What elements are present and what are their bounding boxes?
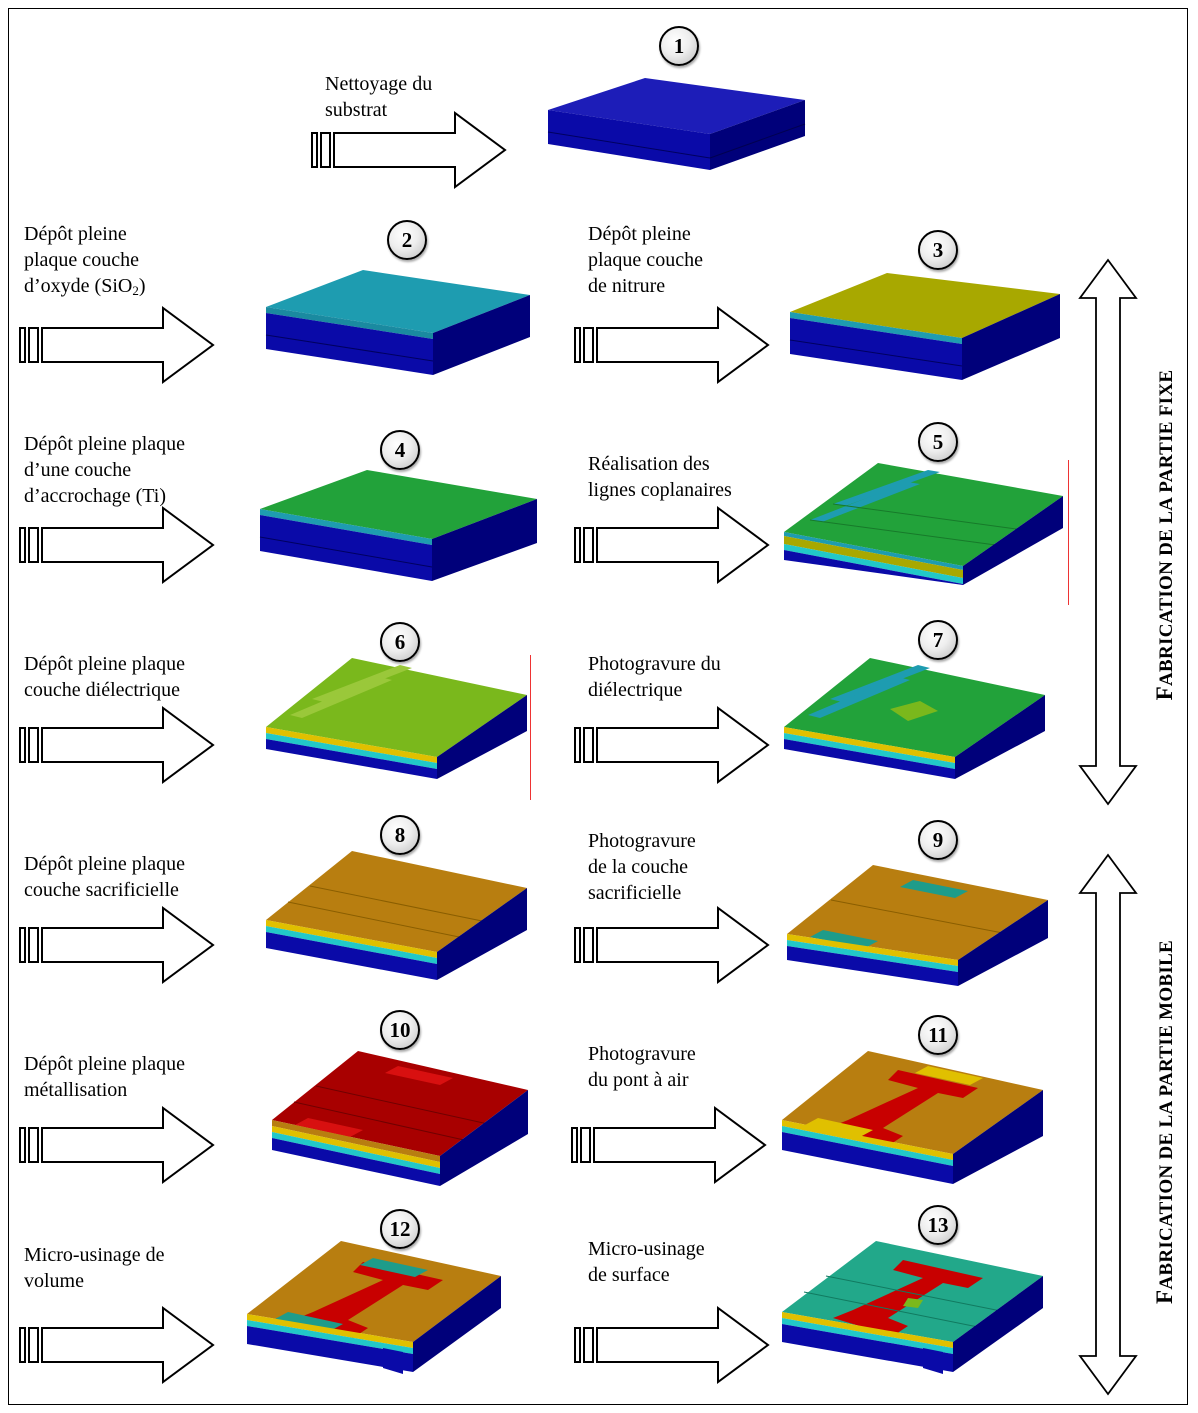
- step-1-wafer-icon: [547, 78, 806, 170]
- fixed-part-title: FABRICATION DE LA PARTIE FIXE: [1152, 370, 1178, 701]
- step-3-wafer-icon: [789, 273, 1060, 380]
- step-13-arrow-icon: [574, 1306, 770, 1384]
- mobile-part-title: FABRICATION DE LA PARTIE MOBILE: [1152, 940, 1178, 1304]
- step-2-badge: 2: [387, 220, 427, 260]
- step-12-label: Micro-usinage de volume: [24, 1244, 165, 1292]
- step-1-label: Nettoyage du substrat: [325, 73, 433, 121]
- step-2-label-sub: 2: [132, 283, 139, 298]
- step-3-badge: 3: [918, 230, 958, 270]
- step-11-label: Photogravure du pont à air: [588, 1043, 696, 1091]
- step-13-badge: 13: [918, 1205, 958, 1245]
- step-10-arrow-icon: [19, 1106, 215, 1184]
- step-8-wafer-icon: [266, 851, 527, 980]
- step-4-badge: 4: [380, 430, 420, 470]
- step-7-arrow-icon: [574, 706, 770, 784]
- step-8-arrow-icon: [19, 906, 215, 984]
- step-2-label: Dépôt pleine plaque couche d’oxyde (SiO2…: [24, 221, 146, 304]
- step-6-arrow-icon: [19, 706, 215, 784]
- step-7-label: Photogravure du diélectrique: [588, 653, 721, 701]
- step-2-label-after: ): [138, 275, 146, 297]
- step-5-label: Réalisation des lignes coplanaires: [588, 453, 732, 501]
- step-12-wafer-icon: [247, 1241, 501, 1374]
- step-8-label: Dépôt pleine plaque couche sacrificielle: [24, 853, 186, 901]
- step-7-badge: 7: [918, 620, 958, 660]
- step-13-label: Micro-usinage de surface: [588, 1238, 705, 1286]
- step-10-label: Dépôt pleine plaque métallisation: [24, 1053, 186, 1101]
- step-13-wafer-icon: [782, 1241, 1043, 1374]
- step-8-badge: 8: [380, 815, 420, 855]
- step-6-badge: 6: [380, 622, 420, 662]
- mobile-part-title-cap: F: [1152, 1289, 1177, 1305]
- step-4-arrow-icon: [19, 506, 215, 584]
- step-4-wafer-icon: [259, 470, 537, 581]
- step-10-wafer-icon: [272, 1051, 528, 1186]
- step-3-arrow-icon: [574, 306, 770, 384]
- step-11-arrow-icon: [571, 1106, 767, 1184]
- diagram-frame: [8, 8, 1188, 1405]
- step-9-wafer-icon: [787, 865, 1048, 986]
- step-11-wafer-icon: [782, 1051, 1043, 1184]
- step-5-wafer-icon: [784, 463, 1063, 585]
- step-2-arrow-icon: [19, 306, 215, 384]
- step-7-wafer-icon: [784, 658, 1045, 779]
- step-11-badge: 11: [918, 1015, 958, 1055]
- mobile-part-double-arrow-icon: [1078, 853, 1138, 1396]
- step-1-badge: 1: [659, 26, 699, 66]
- step-2-wafer-icon: [265, 270, 530, 375]
- step-1-arrow-icon: [311, 111, 507, 189]
- guide-line: [530, 655, 531, 800]
- step-5-arrow-icon: [574, 506, 770, 584]
- step-5-badge: 5: [918, 422, 958, 462]
- step-2-label-text: Dépôt pleine plaque couche d’oxyde (SiO: [24, 223, 139, 297]
- step-10-badge: 10: [380, 1010, 420, 1050]
- step-4-label: Dépôt pleine plaque d’une couche d’accro…: [24, 433, 186, 507]
- step-9-badge: 9: [918, 820, 958, 860]
- fixed-part-title-cap: F: [1152, 686, 1177, 701]
- fixed-part-double-arrow-icon: [1078, 258, 1138, 806]
- step-6-label: Dépôt pleine plaque couche diélectrique: [24, 653, 186, 701]
- step-6-wafer-icon: [266, 658, 527, 779]
- fixed-part-title-rest: ABRICATION DE LA PARTIE FIXE: [1156, 369, 1177, 686]
- step-12-badge: 12: [380, 1209, 420, 1249]
- step-9-arrow-icon: [574, 906, 770, 984]
- mobile-part-title-rest: ABRICATION DE LA PARTIE MOBILE: [1156, 939, 1177, 1290]
- guide-line: [1068, 460, 1069, 605]
- step-9-label: Photogravure de la couche sacrificielle: [588, 830, 696, 904]
- step-3-label: Dépôt pleine plaque couche de nitrure: [588, 223, 703, 297]
- step-12-arrow-icon: [19, 1306, 215, 1384]
